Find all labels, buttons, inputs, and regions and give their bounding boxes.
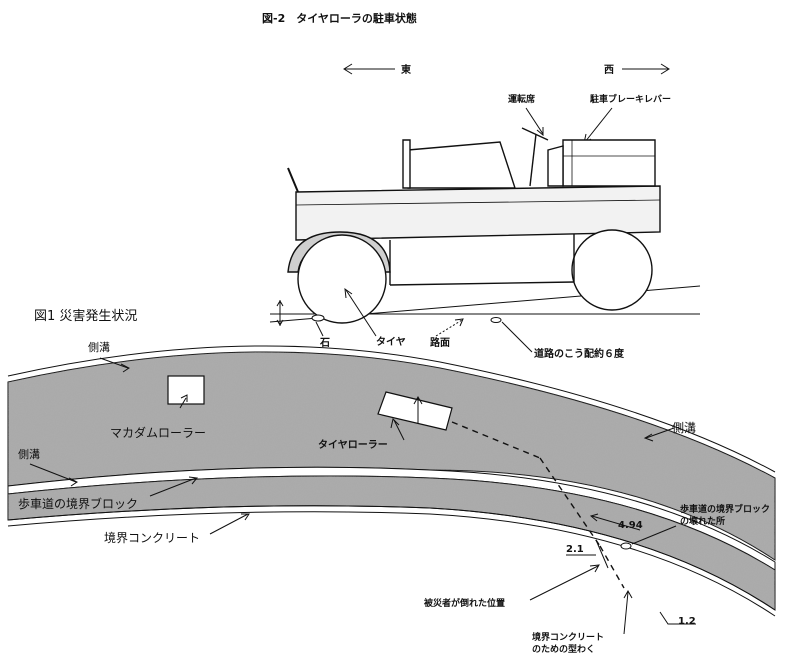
front-tire [297,234,387,324]
distance-21: 2.1 [566,544,584,555]
callout-lines-top [525,107,613,144]
side-ditch-label-right: 側溝 [672,421,696,435]
formwork-line [7,511,776,617]
stone-label: 石 [319,337,330,349]
side-ditch-label-left: 側溝 [18,448,40,461]
formwork-label-2: のための型わく [532,643,595,655]
west-arrow [622,63,670,75]
driver-seat-label: 運転席 [508,93,535,105]
callout-lines-bottom [315,287,533,353]
side-ditch-label-top: 側溝 [88,341,110,354]
tire-roller-box [377,391,453,431]
east-arrow [343,63,395,75]
victim-position-label: 被災者が倒れた位置 [424,597,505,609]
formwork-label: 境界コンクリート [532,631,604,643]
rear-tire [571,229,653,311]
sidewalk-block-label: 歩車道の境界ブロック [18,496,138,511]
boundary-concrete-label: 境界コンクリート [104,530,200,545]
east-label: 東 [401,63,411,76]
distance-12: 1.2 [678,616,696,627]
tire-label: タイヤ [376,336,406,348]
figure1-title: 図1 災害発生状況 [34,308,137,324]
distance-494: 4.94 [618,520,643,531]
figure2-parking-diagram: 図-2 タイヤローラの駐車状態 東 西 運転席 駐車ブレーキレバー [262,11,701,360]
road-surface-label: 路面 [430,336,450,349]
tire-roller-vehicle [287,127,661,324]
figure1-accident-diagram: 図1 災害発生状況 マカダムローラー タイヤローラー [7,308,776,655]
slope-marker [490,317,502,323]
slope-label: 道路のこう配約６度 [534,347,625,360]
stone [311,314,325,322]
macadam-roller-label: マカダムローラー [110,425,206,440]
broken-block-label: 歩車道の境界ブロック [680,503,770,515]
side-ditch-line-top [7,345,776,473]
west-label: 西 [604,64,614,76]
figure2-title: 図-2 タイヤローラの駐車状態 [262,11,417,25]
tire-roller-label: タイヤローラー [318,439,388,451]
broken-block-label-2: の壊れた所 [680,515,725,527]
trajectory-dashed [451,421,625,589]
macadam-roller-box [167,375,205,405]
parking-brake-label: 駐車ブレーキレバー [590,93,671,105]
